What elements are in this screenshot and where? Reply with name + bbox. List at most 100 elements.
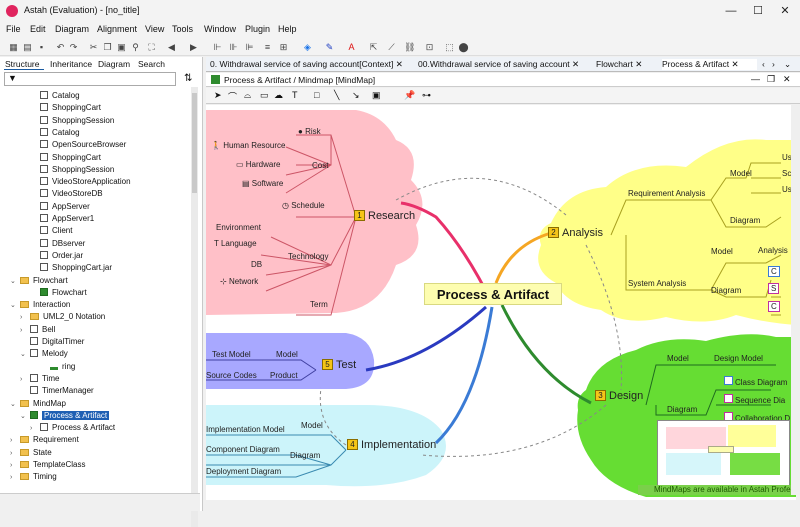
open-file-icon[interactable]: ▤ (23, 42, 32, 52)
tree-scrollbar[interactable] (191, 87, 198, 527)
layout-tool-icon[interactable]: ⊶ (422, 90, 431, 100)
node-component-diagram[interactable]: Component Diagram (206, 445, 280, 454)
node-req-model[interactable]: Model (730, 169, 752, 178)
node-scenario[interactable]: Sc (782, 169, 792, 178)
font-color-icon[interactable]: A (348, 42, 355, 52)
redo-icon[interactable]: ↷ (69, 42, 78, 52)
group-icon[interactable]: ⬚ (445, 42, 454, 52)
pin-tool-icon[interactable]: 📌 (404, 90, 416, 100)
collapse-icon[interactable]: ⌄ (10, 277, 16, 285)
node-sys-model[interactable]: Model (711, 247, 733, 256)
subtopic-tool-icon[interactable]: ⌓ (244, 90, 252, 100)
tree-item[interactable]: ShoppingCart (0, 102, 190, 114)
menu-diagram[interactable]: Diagram (55, 24, 90, 34)
node-collab-diagram-icon[interactable]: C (768, 301, 780, 312)
tab-process-artifact[interactable]: Process & Artifact ✕ (662, 59, 757, 70)
tree-item[interactable]: AppServer1 (0, 213, 190, 225)
rect-tool-icon[interactable]: □ (314, 90, 320, 100)
tree-item[interactable]: ›UML2_0 Notation (0, 311, 190, 323)
node-req-diagram[interactable]: Diagram (730, 216, 761, 225)
close-tab-icon[interactable]: ✕ (731, 59, 739, 69)
close-tab-icon[interactable]: ✕ (395, 59, 403, 69)
tree-item[interactable]: ShoppingSession (0, 164, 190, 176)
tree-item[interactable]: ShoppingSession (0, 115, 190, 127)
tree-item[interactable]: ⌄Flowchart (0, 275, 190, 287)
node-design-diagram[interactable]: Diagram (667, 405, 698, 414)
menu-help[interactable]: Help (278, 24, 297, 34)
cut-icon[interactable]: ✂ (89, 42, 98, 52)
align-center-icon[interactable]: ⊪ (229, 42, 238, 52)
connector-tool-icon[interactable]: ↘ (352, 90, 360, 100)
tree-item[interactable]: ›Timing (0, 471, 190, 483)
tree-item[interactable]: DBserver (0, 238, 190, 250)
node-human-resource[interactable]: 🚶 Human Resource (211, 141, 286, 150)
node-db[interactable]: DB (251, 260, 263, 269)
node-analysis-model[interactable]: Analysis (758, 246, 788, 255)
tree-item[interactable]: ShoppingCart (0, 152, 190, 164)
tree-item[interactable]: TimerManager (0, 385, 190, 397)
select-tool-icon[interactable]: ➤ (214, 90, 222, 100)
fit-icon[interactable]: ⛶ (148, 42, 155, 52)
sort-icon[interactable]: ⇅ (184, 73, 193, 84)
close-diagram-icon[interactable]: ✕ (783, 74, 791, 84)
tab-flowchart[interactable]: Flowchart ✕ (596, 59, 643, 69)
node-usecase-2[interactable]: Us (782, 185, 792, 194)
expand-icon[interactable]: › (10, 437, 13, 445)
paste-icon[interactable]: ▣ (117, 42, 126, 52)
node-deployment-diagram[interactable]: Deployment Diagram (206, 467, 282, 476)
tree-scroll-thumb[interactable] (192, 93, 197, 193)
floating-topic-icon[interactable]: ▭ (260, 90, 269, 100)
image-tool-icon[interactable]: ▣ (372, 90, 381, 100)
menu-plugin[interactable]: Plugin (245, 24, 271, 34)
node-sequence-diagram-icon[interactable]: S (768, 283, 780, 294)
node-hardware[interactable]: ▭ Hardware (236, 160, 281, 169)
tree-item[interactable]: ShoppingCart.jar (0, 262, 190, 274)
new-file-icon[interactable]: ▦ (9, 42, 18, 52)
menu-file[interactable]: File (6, 24, 21, 34)
tree-item[interactable]: ⌄MindMap (0, 398, 190, 410)
arrange-icon[interactable]: ⇱ (369, 42, 378, 52)
expand-icon[interactable]: › (10, 449, 13, 457)
tab-list-icon[interactable]: ⌄ (784, 59, 792, 69)
zoom-icon[interactable]: ⚲ (132, 42, 139, 52)
back-icon[interactable]: ◀ (168, 42, 175, 52)
size-icon[interactable]: ⊞ (279, 42, 288, 52)
fill-color-icon[interactable]: ◈ (304, 42, 311, 52)
text-tool-icon[interactable]: T (292, 90, 298, 100)
filter-input[interactable] (4, 72, 176, 86)
collapse-icon[interactable]: ⌄ (20, 412, 26, 420)
expand-icon[interactable]: › (10, 462, 13, 469)
tree-item[interactable]: ›Requirement (0, 434, 190, 446)
tab-withdrawal[interactable]: 00.Withdrawal service of saving account … (418, 59, 580, 69)
copy-icon[interactable]: ❐ (103, 42, 112, 52)
node-technology[interactable]: Technology (288, 252, 329, 261)
node-sys-diagram[interactable]: Diagram (711, 286, 742, 295)
expand-icon[interactable]: › (30, 425, 33, 433)
minimize-diagram-icon[interactable]: — (751, 74, 760, 84)
tree-item[interactable]: DigitalTimer (0, 336, 190, 348)
tree-item[interactable]: Order.jar (0, 250, 190, 262)
expand-icon[interactable]: › (20, 326, 23, 334)
line-style-icon[interactable]: ⟋ (388, 42, 395, 52)
undo-icon[interactable]: ↶ (56, 42, 65, 52)
tree-item[interactable]: ›Time (0, 373, 190, 385)
minimize-button[interactable]: — (725, 5, 737, 17)
tab-scroll-left-icon[interactable]: ‹ (762, 59, 765, 69)
node-schedule[interactable]: ◷ Schedule (282, 201, 325, 210)
tree-item[interactable]: ⌄Melody (0, 348, 190, 360)
align-left-icon[interactable]: ⊩ (213, 42, 222, 52)
node-class-diagram-icon[interactable]: C (768, 266, 780, 277)
expand-icon[interactable]: › (10, 474, 13, 482)
expand-icon[interactable]: › (20, 314, 23, 322)
panel-splitter[interactable] (0, 493, 200, 511)
forward-icon[interactable]: ▶ (190, 42, 197, 52)
tab-structure[interactable]: Structure (5, 59, 40, 69)
node-design-model-sub[interactable]: Design Model (714, 354, 763, 363)
node-network[interactable]: ⊹ Network (220, 277, 259, 286)
collapse-icon[interactable]: ⌄ (10, 302, 16, 310)
plugin-icon[interactable]: ⬤ (458, 42, 469, 52)
